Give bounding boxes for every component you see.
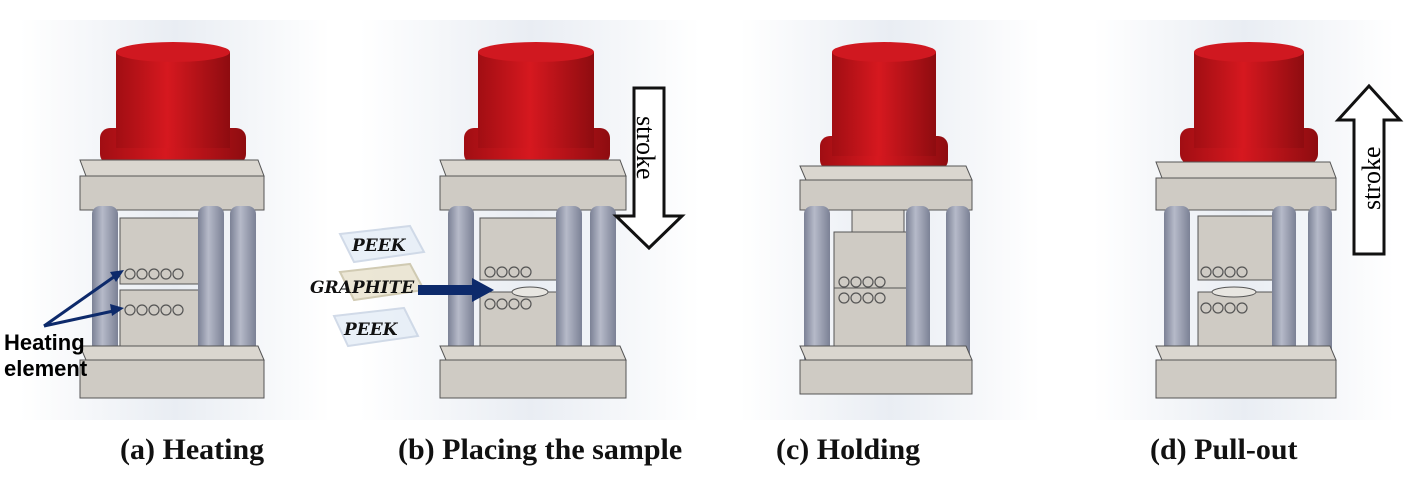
column-right-back [230,206,256,362]
panel-pull-out: stroke (d) Pull-out [1080,0,1410,466]
press-diagram-holding [740,20,1040,420]
sample-label-peek-bottom: PEEK [344,320,398,340]
top-plate [799,165,973,181]
base-plate-top [1155,345,1337,361]
caption-pull-out: (d) Pull-out [1150,433,1298,466]
heating-holes [1200,266,1248,314]
base-plate-top [79,345,265,361]
column-right-back [946,206,970,362]
ram-cylinder [116,52,230,148]
top-plate [79,159,265,177]
stroke-up-arrow-icon [1334,83,1404,256]
stroke-down-arrow-icon [612,86,686,251]
heating-holes [484,266,532,310]
base-plate-front [79,359,265,399]
sample-cavity [511,286,549,298]
column-front-right [556,206,582,366]
sample-label-graphite: GRAPHITE [310,278,415,298]
heating-holes-upper [124,268,184,280]
ram-top [116,42,230,62]
sample-layer-top [338,224,426,264]
base-plate-front [1155,359,1337,399]
column-right-back [590,206,616,362]
caption-placing-sample: (b) Placing the sample [398,433,683,466]
heating-element-label-line2: element [4,356,88,381]
ram-top [832,42,936,62]
top-plate-front [799,179,973,211]
column-left [1164,206,1190,366]
panel-heating: Heating element (a) Heating [0,0,350,466]
top-plate [439,159,627,177]
insert-arrow-icon [418,278,494,302]
column-front-right [906,206,930,366]
top-plate-front [1155,177,1337,211]
plunger [851,209,905,233]
top-plate [1155,161,1337,179]
press-diagram-placing [332,20,700,420]
stroke-label-up: stroke [1357,146,1386,210]
column-right-back [1308,206,1332,362]
press-diagram-pull-out [1094,20,1404,420]
column-front-right [198,206,224,366]
caption-holding: (c) Holding [776,433,921,466]
heating-holes-lower [124,304,184,316]
column-left [804,206,830,366]
ram-top [478,42,594,62]
sample-label-peek-top: PEEK [352,236,406,256]
ram-cylinder [478,52,594,148]
ram-top [1194,42,1304,62]
stroke-label-down: stroke [631,116,660,180]
heating-element-label-line1: Heating [4,330,85,355]
base-plate-top [439,345,627,361]
base-plate-front [439,359,627,399]
ram-cylinder [832,52,936,156]
top-plate-front [79,175,265,211]
heating-element-pointer [43,270,124,328]
top-plate-front [439,175,627,211]
panel-placing-sample: PEEK GRAPHITE PEEK stroke (b) Placing th… [300,0,720,466]
heating-element-label: Heating element [4,330,87,382]
sample-cavity [1211,286,1257,298]
panel-holding: (c) Holding [720,0,1060,466]
ram-cylinder [1194,52,1304,148]
sample-stack [332,224,426,348]
base-plate-top [799,345,973,361]
caption-heating: (a) Heating [120,433,265,466]
heating-holes [838,276,886,304]
column-front-right [1272,206,1296,366]
sample-layer-bottom [332,306,420,348]
base-plate-front [799,359,973,395]
press-diagram-heating [20,20,330,420]
